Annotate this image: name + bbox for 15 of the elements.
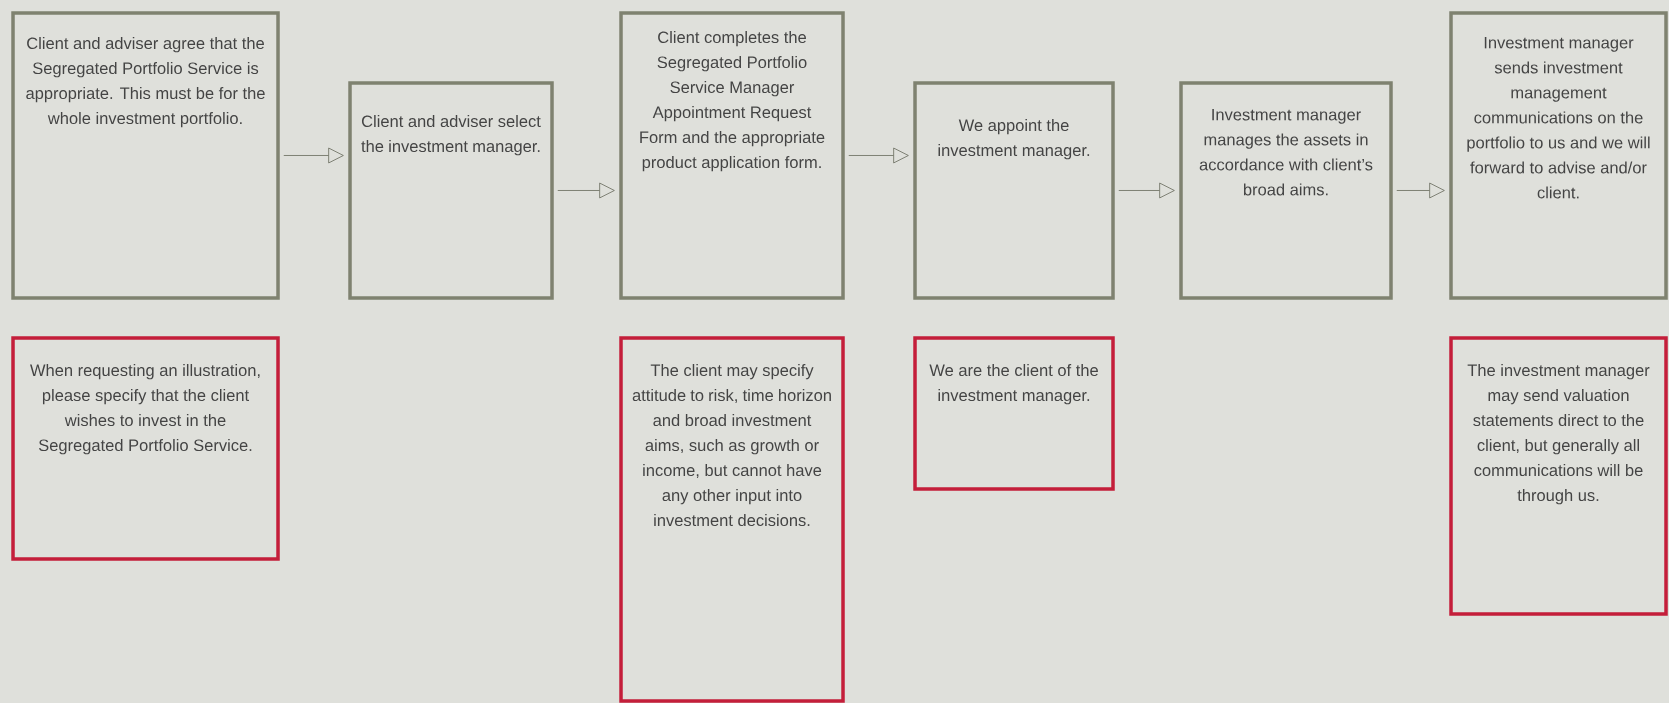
step-box: Client and adviser select the investment manager. [348, 81, 554, 300]
note-box: When requesting an illustration, please specify that the client wishes to invest in the Segregated Portfolio Service. [11, 336, 280, 561]
arrow [1118, 182, 1175, 199]
step-box: Investment manager sends investment management communications on the portfolio to us and we will forward to advise and/or client. [1449, 11, 1668, 300]
arrow [283, 147, 344, 164]
note-box: The investment manager may send valuation statements direct to the client, but generally all communications will be through us. [1449, 336, 1668, 616]
step-box: We appoint the investment manager. [913, 81, 1115, 300]
arrow [848, 147, 909, 164]
step-box: Client completes the Segregated Portfolio Service Manager Appointment Request Form and the appropriate product application form. [619, 11, 845, 300]
arrow [1396, 182, 1445, 199]
step-box: Investment manager manages the assets in accordance with client’s broad aims. [1179, 81, 1393, 300]
step-box: Client and adviser agree that the Segregated Portfolio Service is appropriate. This must be for the whole investment portfolio. [11, 11, 280, 300]
arrow [557, 182, 615, 199]
note-box: We are the client of the investment manager. [913, 336, 1115, 491]
note-box: The client may specify attitude to risk, time horizon and broad investment aims, such as growth or income, but cannot have any other input into investment decisions. [619, 336, 845, 703]
